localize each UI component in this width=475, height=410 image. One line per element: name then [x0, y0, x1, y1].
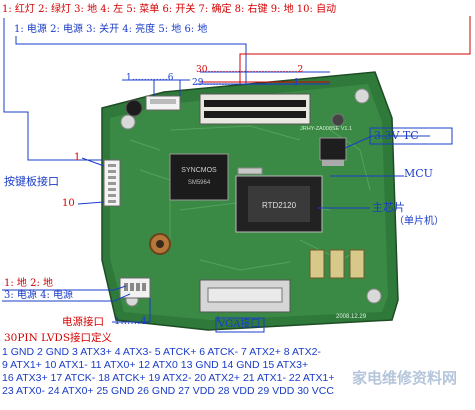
power-label: 电源接口 [62, 316, 104, 328]
lvds-range-bottom-label: 29…………………………1 [192, 78, 300, 88]
power-pins-line1: 1: 地 2: 地 [4, 278, 53, 289]
vga-label: VGA接口 [218, 319, 261, 330]
lvds-pin-table: 1 GND 2 GND 3 ATX3+ 4 ATX3- 5 ATCK+ 6 AT… [2, 346, 472, 398]
regulator [319, 137, 347, 166]
mcu-chip: SYNCMOS SM5964 [169, 153, 229, 201]
main-chip-label: 主芯片 [372, 201, 405, 214]
keypad-pin-10-label: 10 [62, 198, 75, 209]
vga-connector [199, 279, 291, 313]
power-range-label: 1……4 [114, 316, 147, 327]
lvds-line: 9 ATX1+ 10 ATX1- 11 ATX0+ 12 ATX0 13 GND… [2, 359, 309, 371]
six-pin-connector [145, 95, 181, 111]
lvds-title: 30PIN LVDS接口定义 [4, 332, 113, 344]
chip1-sub-label: SM5964 [188, 180, 211, 186]
legend-leader-lines [3, 18, 247, 161]
lvds-line: 16 ATX3+ 17 ATCK- 18 ATCK+ 19 ATX2- 20 A… [2, 372, 335, 384]
lvds-connector [199, 93, 311, 125]
main-chip-sub-label: （单片机） [394, 216, 444, 227]
backlight-pin-legend: 1: 电源 2: 电源 3: 关开 4: 亮度 5: 地 6: 地 [14, 24, 208, 35]
six-pin-range-label: 1…………6 [126, 73, 174, 83]
main-chip: RTD2120 [235, 175, 323, 233]
vga-label-box [215, 317, 265, 333]
board-date-label: 2008.12.29 [336, 314, 367, 320]
resistor-array [309, 249, 325, 279]
keypad-pin-legend: 1: 红灯 2: 绿灯 3: 地 4: 左 5: 菜单 6: 开关 7: 确定 … [2, 4, 337, 15]
tc-label-box [369, 127, 453, 145]
lvds-line: 23 ATX0- 24 ATX0+ 25 GND 26 GND 27 VDD 2… [2, 385, 334, 397]
power-connector [119, 277, 151, 299]
chip1-label: SYNCMOS [181, 167, 217, 174]
watermark-text: 家电维修资料网 [352, 369, 458, 387]
keypad-connector [103, 159, 121, 207]
crystal [237, 167, 263, 175]
power-pins-line2: 3: 电源 4: 电源 [4, 290, 73, 301]
lvds-range-top-label: 30…………………………2 [196, 65, 304, 75]
lvds-line: 1 GND 2 GND 3 ATX3+ 4 ATX3- 5 ATCK+ 6 AT… [2, 346, 321, 358]
mcu-label: MCU [404, 167, 433, 180]
board-id-label: JRHY-ZA008SE V1.1 [300, 126, 352, 132]
chip2-label: RTD2120 [262, 201, 297, 210]
keypad-label: 按键板接口 [4, 175, 59, 188]
tc-label: 3.3V TC [374, 129, 419, 142]
callout-lines [2, 71, 430, 323]
keypad-pin-1-label: 1 [74, 152, 81, 163]
